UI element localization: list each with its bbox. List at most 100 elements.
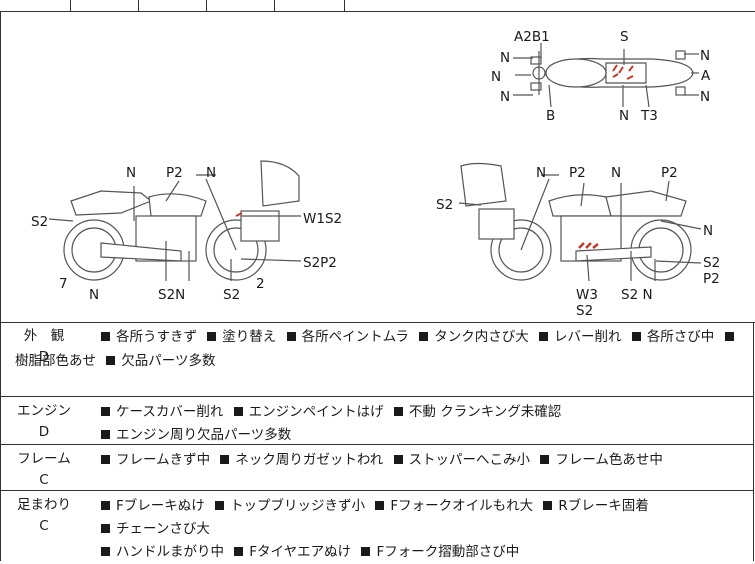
label-p2: P2 [703, 271, 720, 287]
bullet-square-icon [101, 501, 110, 510]
condition-item: タンク内さび大 [434, 329, 529, 345]
bullet-square-icon [101, 524, 110, 533]
condition-item: エンジンペイントはげ [248, 404, 384, 420]
label-w3: W3 [576, 287, 598, 303]
condition-item: Fフォークオイルもれ大 [390, 498, 534, 514]
top-table-strip [0, 0, 755, 12]
label-n: N [703, 223, 713, 239]
condition-item: 各所うすきず [116, 329, 197, 345]
label-s2: S2 [436, 197, 453, 213]
condition-item: フレーム色あせ中 [555, 452, 663, 468]
category-grade: D [38, 349, 50, 365]
condition-item: 欠品パーツ多数 [121, 353, 216, 369]
label-s2: S2 [223, 287, 240, 303]
label-n: N [500, 50, 510, 66]
label-n: N [500, 89, 510, 105]
label-s2p2: S2P2 [303, 255, 337, 271]
bullet-square-icon [234, 547, 244, 556]
bullet-square-icon [220, 455, 230, 464]
top-cell [138, 0, 207, 11]
condition-item: 各所さび中 [646, 329, 715, 345]
condition-item: Fブレーキぬけ [116, 498, 205, 514]
label-s2: S2 [703, 255, 720, 271]
condition-diagram: A2B1 S N N N N A N B N T3 N P2 N S2 W1S2… [0, 11, 755, 323]
bullet-square-icon [101, 547, 110, 556]
top-cell [0, 0, 71, 11]
condition-item: レバー削れ [554, 329, 622, 345]
bullet-square-icon [233, 407, 243, 416]
bullet-square-icon [106, 356, 116, 365]
condition-item: Fフォーク摺動部さび中 [376, 544, 520, 560]
row-items: ケースカバー削れ エンジンペイントはげ 不動 クランキング未確認 エンジン周り欠… [101, 401, 749, 447]
label-n: N [619, 108, 629, 124]
bullet-square-icon [540, 455, 550, 464]
bullet-square-icon [539, 332, 549, 341]
label-s2: S2 [576, 303, 593, 319]
label-s2n: S2N [158, 287, 185, 303]
label-n: N [700, 89, 710, 105]
bullet-square-icon [393, 455, 403, 464]
row-category: 外 観 D [1, 326, 87, 368]
condition-row: 足まわり C Fブレーキぬけ トップブリッジきず小 Fフォークオイルもれ大 Rブ… [0, 491, 754, 561]
bullet-square-icon [543, 501, 553, 510]
label-p2: P2 [166, 165, 183, 181]
label-n: N [491, 69, 501, 85]
label-b: B [546, 108, 555, 124]
condition-row: エンジン D ケースカバー削れ エンジンペイントはげ 不動 クランキング未確認 … [0, 397, 754, 445]
label-t3: T3 [640, 108, 658, 124]
condition-item: エンジン周り欠品パーツ多数 [116, 427, 292, 443]
label-a: A [701, 68, 711, 84]
bullet-square-icon [207, 332, 217, 341]
left-side-motorcycle [48, 160, 302, 281]
top-cell [274, 0, 345, 11]
top-cell [206, 0, 275, 11]
category-name: 外 観 [23, 328, 65, 344]
condition-item: 塗り替え [222, 329, 277, 345]
label-n: N [611, 165, 621, 181]
bullet-square-icon [361, 547, 371, 556]
condition-item: Rブレーキ固着 [558, 498, 649, 514]
condition-item: トップブリッジきず小 [230, 498, 366, 514]
label-s2: S2 [31, 214, 48, 230]
label-7: 7 [59, 276, 68, 292]
condition-item: ストッパーへこみ小 [408, 452, 531, 468]
condition-item: チェーンさび大 [116, 521, 210, 537]
label-s: S [620, 29, 629, 45]
bullet-square-icon [393, 407, 403, 416]
row-category: 足まわり C [1, 495, 87, 537]
category-grade: D [38, 424, 50, 440]
bullet-square-icon [724, 332, 734, 341]
label-s2n: S2 N [621, 287, 653, 303]
label-n: N [89, 287, 99, 303]
bullet-square-icon [101, 430, 110, 439]
condition-row: フレーム C フレームきず中 ネック周りガゼットわれ ストッパーへこみ小 フレー… [0, 445, 754, 491]
condition-row: 外 観 D 各所うすきず 塗り替え 各所ペイントムラ タンク内さび大 レバー削れ… [0, 322, 754, 397]
condition-item: ネック周りガゼットわれ [235, 452, 384, 468]
label-n: N [536, 165, 546, 181]
bullet-square-icon [286, 332, 296, 341]
condition-item: 樹脂部色あせ [15, 353, 96, 369]
bullet-square-icon [101, 407, 110, 416]
bullet-square-icon [101, 332, 110, 341]
condition-item: ケースカバー削れ [116, 404, 224, 420]
label-w1s2: W1S2 [303, 211, 342, 227]
motorcycle-condition-svg: A2B1 S N N N N A N B N T3 N P2 N S2 W1S2… [31, 29, 720, 319]
category-name: エンジン [17, 403, 71, 419]
category-grade: C [39, 518, 49, 534]
bullet-square-icon [375, 501, 385, 510]
label-n: N [206, 165, 216, 181]
label-n: N [700, 48, 710, 64]
category-grade: C [39, 472, 49, 488]
row-items: 各所うすきず 塗り替え 各所ペイントムラ タンク内さび大 レバー削れ 各所さび中 [101, 326, 749, 372]
row-items-line2: 樹脂部色あせ 欠品パーツ多数 [15, 349, 216, 369]
label-a2b1: A2B1 [514, 29, 550, 45]
right-side-motorcycle [458, 162, 702, 282]
bullet-square-icon [101, 455, 110, 464]
row-items: フレームきず中 ネック周りガゼットわれ ストッパーへこみ小 フレーム色あせ中 [101, 449, 749, 472]
condition-item: 不動 クランキング未確認 [408, 404, 562, 420]
top-cell [70, 0, 139, 11]
bullet-square-icon [631, 332, 641, 341]
bullet-square-icon [419, 332, 429, 341]
label-2: 2 [256, 276, 265, 292]
condition-item: Fタイヤエアぬけ [249, 544, 352, 560]
